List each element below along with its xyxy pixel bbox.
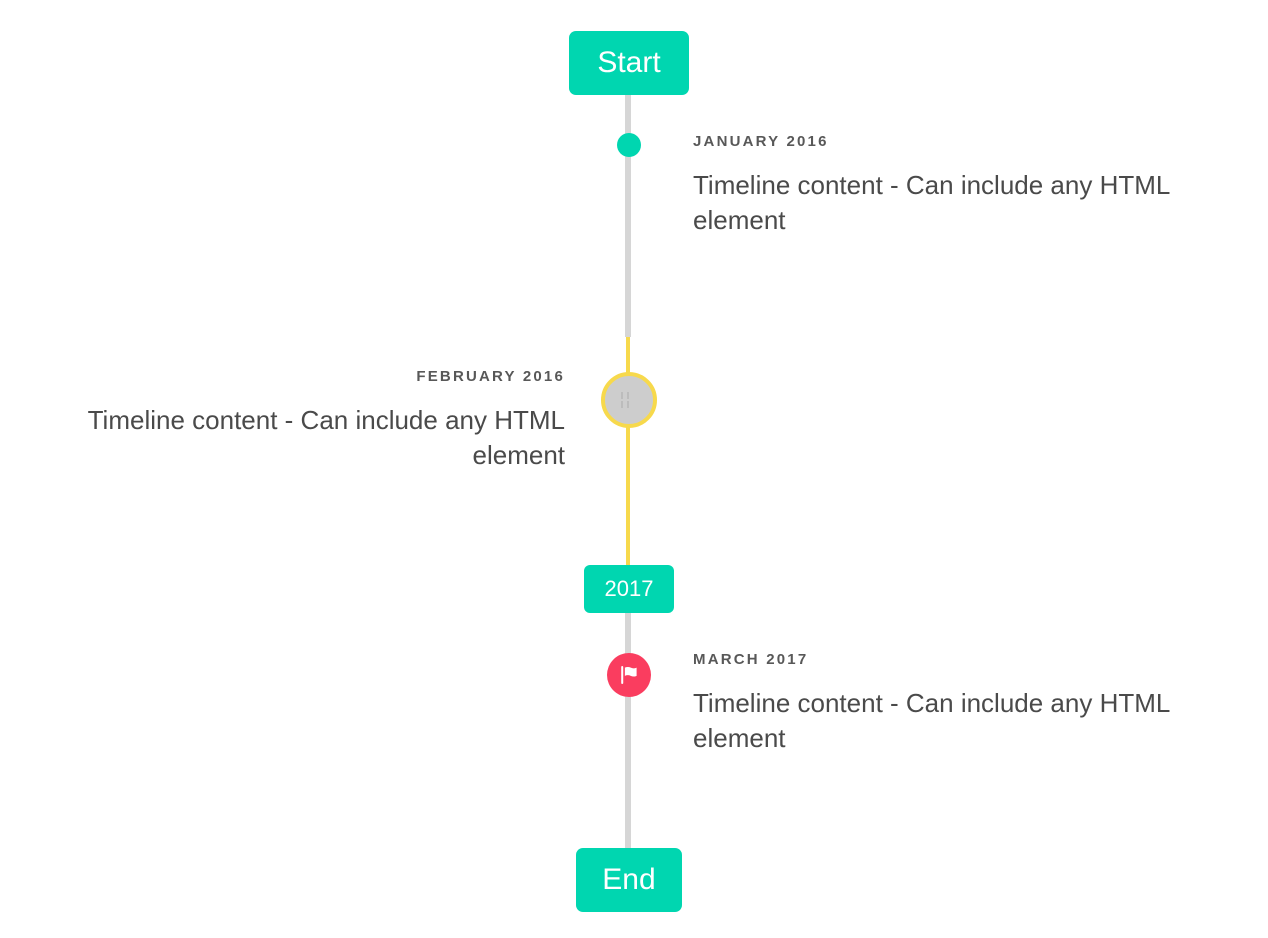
timeline-entry-body: Timeline content - Can include any HTML … — [693, 688, 1170, 753]
timeline-marker-march-flag-icon[interactable] — [607, 653, 651, 697]
timeline-entry-date: MARCH 2017 — [693, 651, 809, 668]
timeline-start-badge[interactable]: Start — [569, 31, 689, 95]
timeline-spine-segment-top — [625, 95, 631, 337]
timeline-entry-date: JANUARY 2016 — [693, 133, 829, 150]
timeline-entry-march-2017: MARCH 2017 Timeline content - Can includ… — [693, 651, 1223, 755]
timeline-spine-segment-highlight — [626, 337, 630, 565]
timeline-spine-segment-bottom — [625, 613, 631, 848]
timeline-entry-body: Timeline content - Can include any HTML … — [87, 405, 565, 470]
timeline-entry-january-2016: JANUARY 2016 Timeline content - Can incl… — [693, 133, 1223, 237]
timeline-entry-february-2016: FEBRUARY 2016 Timeline content - Can inc… — [35, 368, 565, 472]
timeline-year-badge-2017[interactable]: 2017 — [584, 565, 674, 613]
timeline-marker-february-missing-glyph-icon[interactable] — [601, 372, 657, 428]
timeline-entry-body: Timeline content - Can include any HTML … — [693, 170, 1170, 235]
missing-glyph-icon — [621, 392, 637, 408]
timeline-end-badge[interactable]: End — [576, 848, 682, 912]
flag-icon — [621, 666, 637, 684]
timeline-entry-date: FEBRUARY 2016 — [416, 368, 565, 385]
timeline-marker-january-dot-icon[interactable] — [617, 133, 641, 157]
